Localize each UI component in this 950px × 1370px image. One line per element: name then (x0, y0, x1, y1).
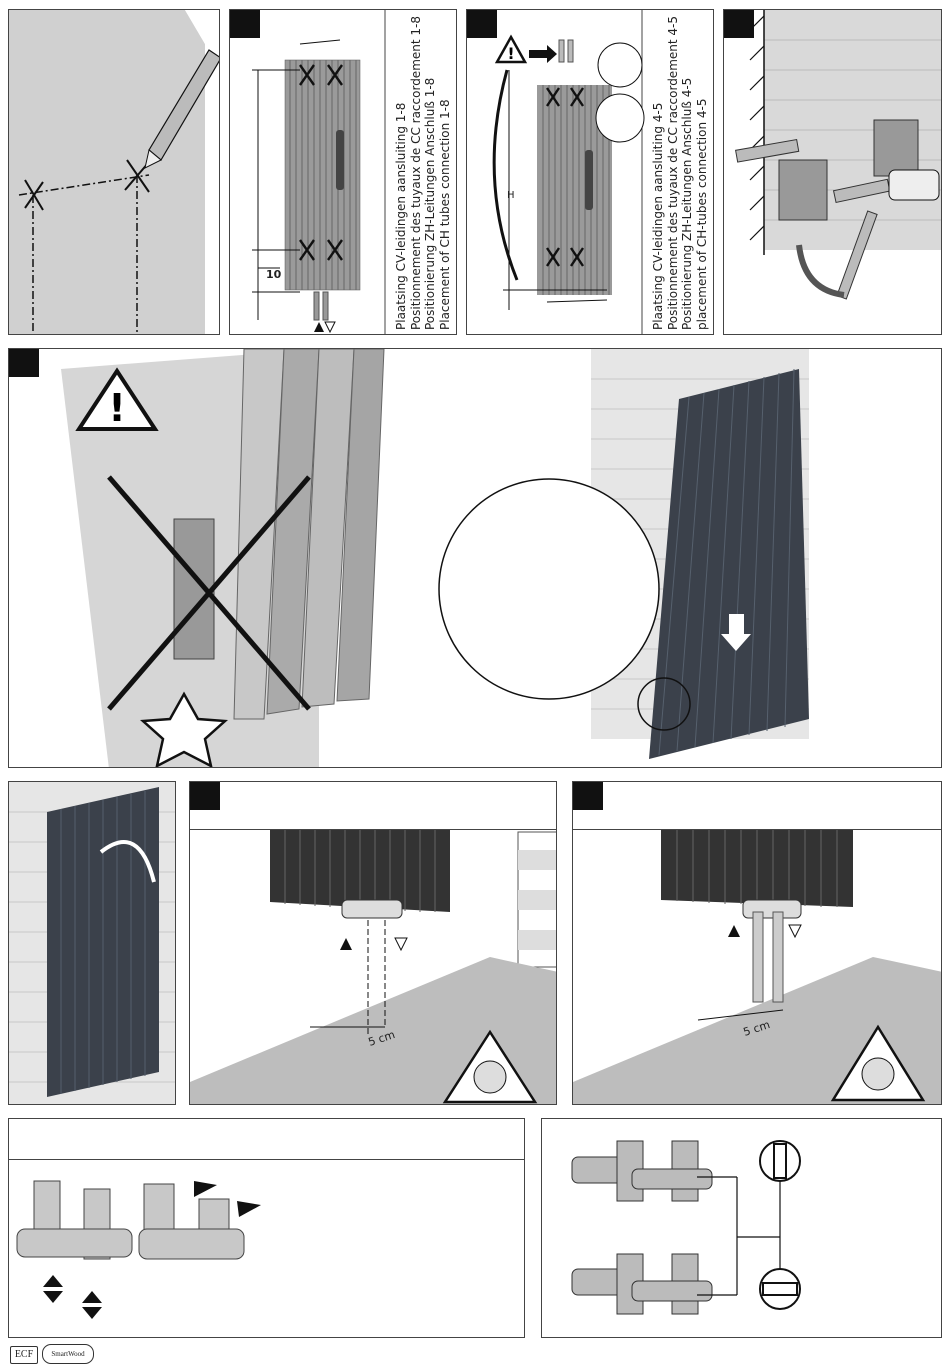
valve-setting-illustration (571, 1140, 801, 1315)
valve-block (341, 899, 403, 919)
step-badge (230, 10, 260, 38)
panel-valve-setting (541, 1118, 942, 1338)
wrong-cross-mark (107, 475, 311, 711)
valve-bottom (571, 1253, 713, 1315)
pencil-icon (144, 49, 219, 169)
step-badge (724, 10, 754, 38)
star-icon (139, 691, 229, 767)
instruction-line-fr: Positionnement des tuyaux de CC raccorde… (408, 16, 423, 330)
svg-text:!: ! (507, 44, 514, 63)
instruction-line-de: Positionierung ZH-Leitungen Anschluß 4-5 (680, 77, 694, 330)
bracket-mounting-illustration (735, 10, 941, 300)
radiator-dimension-drawing: ! (492, 10, 645, 334)
tilt-radiator-illustration (9, 782, 175, 1104)
valve-top (571, 1140, 713, 1202)
warning-icon: ! (75, 367, 159, 431)
dimension-label-h: H (507, 190, 515, 201)
mark-wall-illustration (9, 10, 219, 334)
instruction-text: Plaatsing CV-leidingen aansluiting 1-8 P… (394, 16, 452, 330)
step-badge (573, 782, 603, 810)
curved-arrow-icon (99, 840, 156, 883)
pipe-right (772, 911, 784, 1003)
instruction-line-en: Placement of CH tubes connection 1-8 (437, 99, 452, 330)
step-badge (9, 349, 39, 377)
instruction-line-de: Positionierung ZH-Leitungen Anschluß 1-8 (423, 77, 437, 330)
valve-distance-illustration (190, 830, 556, 1104)
svg-text:!: ! (108, 386, 125, 430)
instruction-text: Plaatsing CV-leidingen aansluiting 4-5 P… (651, 16, 709, 330)
instruction-line-en: placement of CH-tubes connection 4-5 (694, 98, 709, 330)
panel-valve-distance-a: 5 cm (189, 781, 557, 1105)
down-arrow-icon (721, 614, 751, 651)
detail-magnifier (438, 478, 660, 700)
panel-valve-types (8, 1118, 525, 1338)
radiator-tubes-closeup (233, 349, 385, 720)
panel-tube-placement-4-5: ! H Plaatsing CV-leidingen aansluiting 4… (466, 9, 714, 335)
valve-pipes-illustration (573, 830, 941, 1104)
panel-mark-wall (8, 9, 220, 335)
cross-mark-left (24, 179, 44, 211)
panel-valve-distance-b: 5 cm (572, 781, 942, 1105)
bracket-marks (546, 87, 584, 267)
valve-types-illustration (16, 1180, 261, 1319)
panel-tube-placement-1-8: 10 Plaatsing CV-leidingen aansluiting 1-… (229, 9, 457, 335)
radiator-dimension-drawing (252, 10, 386, 334)
dimension-label: 10 (266, 268, 282, 281)
instruction-line-nl: Plaatsing CV-leidingen aansluiting 1-8 (394, 102, 408, 330)
instruction-line-nl: Plaatsing CV-leidingen aansluiting 4-5 (651, 102, 665, 330)
panel-hang-radiator: ! (8, 348, 942, 768)
panel-tilt-radiator (8, 781, 176, 1105)
hang-radiator-illustration: ! (61, 349, 809, 767)
valve-block (742, 899, 802, 919)
drill-icon (888, 169, 940, 201)
straight-valve (16, 1180, 133, 1260)
screw-horizontal-icon (759, 1268, 801, 1310)
panel-mount-brackets (723, 9, 942, 335)
warning-icon: ! (494, 34, 528, 64)
bracket-marks (299, 64, 343, 261)
smartwood-logo: SmartWood (42, 1344, 94, 1364)
radiator-front (284, 59, 361, 291)
step-badge (467, 10, 497, 38)
ecf-logo: ECF (10, 1346, 38, 1364)
step-badge (190, 782, 220, 810)
screw-vertical-icon (759, 1140, 801, 1182)
pipe-left (752, 911, 764, 1003)
instruction-line-fr: Positionnement des tuyaux de CC raccorde… (665, 16, 680, 330)
angled-valve (138, 1183, 245, 1260)
teflon-tape-icon (442, 1029, 538, 1104)
teflon-tape-icon (830, 1024, 926, 1102)
